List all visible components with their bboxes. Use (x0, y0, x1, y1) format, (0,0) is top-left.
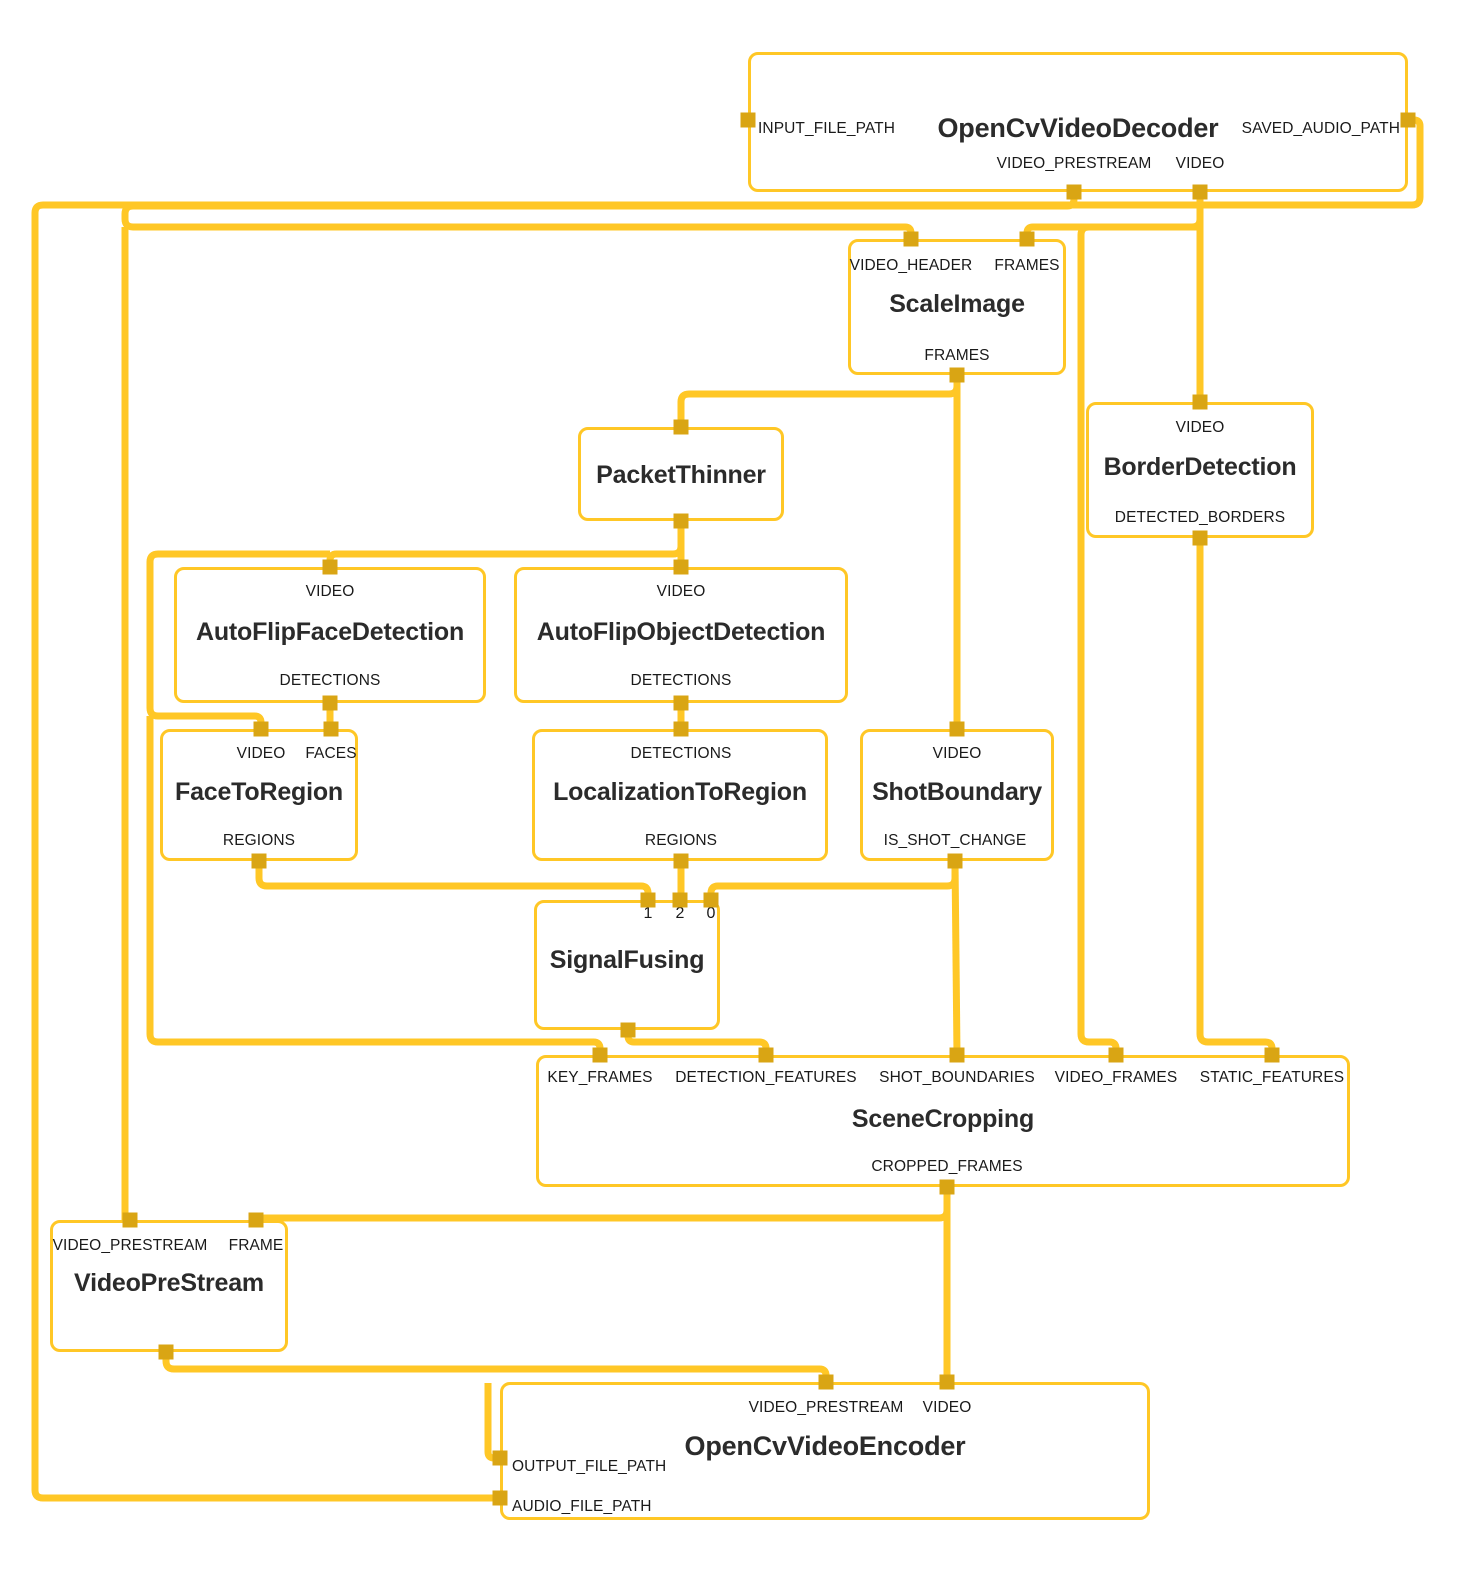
input-port-video_prestream[interactable] (122, 1212, 138, 1228)
output-port-is_shot_change[interactable] (947, 853, 963, 869)
port-label-static_features: STATIC_FEATURES (1199, 1069, 1345, 1086)
output-port-regions[interactable] (251, 853, 267, 869)
input-port-audio_file_path[interactable] (492, 1490, 508, 1506)
graph-node-video_prestream[interactable]: VideoPreStream (50, 1220, 288, 1352)
port-label-frames: FRAMES (924, 347, 990, 364)
output-port[interactable] (673, 513, 689, 529)
output-port[interactable] (620, 1022, 636, 1038)
output-port-frames[interactable] (949, 367, 965, 383)
node-title: BorderDetection (1103, 453, 1297, 481)
port-label-saved_audio_path: SAVED_AUDIO_PATH (1241, 120, 1400, 137)
input-port-shot_boundaries[interactable] (949, 1047, 965, 1063)
input-port-detection_features[interactable] (758, 1047, 774, 1063)
port-label-audio_file_path: AUDIO_FILE_PATH (512, 1498, 652, 1515)
graph-node-packet_thinner[interactable]: PacketThinner (578, 427, 784, 521)
node-title: OpenCvVideoDecoder (937, 113, 1219, 143)
port-label-video: VIDEO (922, 1399, 972, 1416)
port-label-video: VIDEO (236, 745, 286, 762)
input-port-video[interactable] (253, 721, 269, 737)
output-port-saved_audio_path[interactable] (1400, 112, 1416, 128)
node-title: AutoFlipObjectDetection (536, 618, 826, 646)
port-label-regions: REGIONS (644, 832, 718, 849)
graph-node-border_detection[interactable]: BorderDetection (1086, 402, 1314, 538)
input-port-video_frames[interactable] (1108, 1047, 1124, 1063)
port-label-detections: DETECTIONS (630, 672, 732, 689)
output-port[interactable] (158, 1344, 174, 1360)
port-label-video: VIDEO (1175, 155, 1225, 172)
input-port-frames[interactable] (1019, 231, 1035, 247)
input-port-video[interactable] (939, 1374, 955, 1390)
port-label-video_header: VIDEO_HEADER (849, 257, 973, 274)
input-port-output_file_path[interactable] (492, 1450, 508, 1466)
port-label-video: VIDEO (932, 745, 982, 762)
input-port-key_frames[interactable] (592, 1047, 608, 1063)
port-label-input_file_path: INPUT_FILE_PATH (758, 120, 896, 137)
output-port-video[interactable] (1192, 184, 1208, 200)
node-title: ScaleImage (889, 290, 1025, 318)
input-port-static_features[interactable] (1264, 1047, 1280, 1063)
node-title: AutoFlipFaceDetection (195, 618, 465, 646)
port-label-video_prestream: VIDEO_PRESTREAM (52, 1237, 208, 1254)
port-index-0: 0 (706, 905, 716, 922)
port-label-frame: FRAME (228, 1237, 284, 1254)
output-port-cropped_frames[interactable] (939, 1179, 955, 1195)
input-port-faces[interactable] (323, 721, 339, 737)
port-label-faces: FACES (305, 745, 357, 762)
graph-node-autoflip_face_detection[interactable]: AutoFlipFaceDetection (174, 567, 486, 703)
node-title: ShotBoundary (872, 778, 1042, 806)
graph-node-autoflip_object_detection[interactable]: AutoFlipObjectDetection (514, 567, 848, 703)
port-label-frames: FRAMES (994, 257, 1060, 274)
port-label-is_shot_change: IS_SHOT_CHANGE (883, 832, 1027, 849)
input-port-0[interactable] (703, 892, 719, 908)
node-title: SignalFusing (549, 946, 705, 974)
port-label-detections: DETECTIONS (630, 745, 732, 762)
node-title: VideoPreStream (74, 1269, 264, 1297)
input-port-video[interactable] (949, 721, 965, 737)
port-index-1: 1 (643, 905, 653, 922)
graph-node-opencv_video_decoder[interactable]: OpenCvVideoDecoder (748, 52, 1408, 192)
port-label-video_prestream: VIDEO_PRESTREAM (996, 155, 1152, 172)
node-title: FaceToRegion (175, 778, 343, 806)
node-title: OpenCvVideoEncoder (684, 1431, 966, 1461)
port-label-detected_borders: DETECTED_BORDERS (1114, 509, 1286, 526)
input-port-1[interactable] (640, 892, 656, 908)
input-port-video_prestream[interactable] (818, 1374, 834, 1390)
node-title: LocalizationToRegion (553, 778, 807, 806)
graph-node-scale_image[interactable]: ScaleImage (848, 239, 1066, 375)
port-index-2: 2 (675, 905, 685, 922)
input-port-2[interactable] (672, 892, 688, 908)
node-title: SceneCropping (851, 1105, 1035, 1133)
output-port-detected_borders[interactable] (1192, 530, 1208, 546)
port-label-video: VIDEO (305, 583, 355, 600)
input-port-video[interactable] (322, 559, 338, 575)
input-port[interactable] (673, 419, 689, 435)
port-label-detection_features: DETECTION_FEATURES (675, 1069, 857, 1086)
output-port-detections[interactable] (673, 695, 689, 711)
input-port-video_header[interactable] (903, 231, 919, 247)
port-label-shot_boundaries: SHOT_BOUNDARIES (879, 1069, 1035, 1086)
port-label-detections: DETECTIONS (279, 672, 381, 689)
input-port-input_file_path[interactable] (740, 112, 756, 128)
port-label-video: VIDEO (1175, 419, 1225, 436)
output-port-detections[interactable] (322, 695, 338, 711)
input-port-video[interactable] (1192, 394, 1208, 410)
port-label-video_prestream: VIDEO_PRESTREAM (748, 1399, 904, 1416)
port-label-output_file_path: OUTPUT_FILE_PATH (512, 1458, 667, 1475)
node-title: PacketThinner (596, 461, 766, 489)
output-port-regions[interactable] (673, 853, 689, 869)
port-label-regions: REGIONS (222, 832, 296, 849)
graph-node-scene_cropping[interactable]: SceneCropping (536, 1055, 1350, 1187)
input-port-video[interactable] (673, 559, 689, 575)
input-port-frame[interactable] (248, 1212, 264, 1228)
output-port-video_prestream[interactable] (1066, 184, 1082, 200)
port-label-cropped_frames: CROPPED_FRAMES (871, 1158, 1023, 1175)
input-port-detections[interactable] (673, 721, 689, 737)
graph-node-signal_fusing[interactable]: SignalFusing (534, 900, 720, 1030)
port-label-key_frames: KEY_FRAMES (547, 1069, 653, 1086)
port-label-video_frames: VIDEO_FRAMES (1054, 1069, 1178, 1086)
port-label-video: VIDEO (656, 583, 706, 600)
